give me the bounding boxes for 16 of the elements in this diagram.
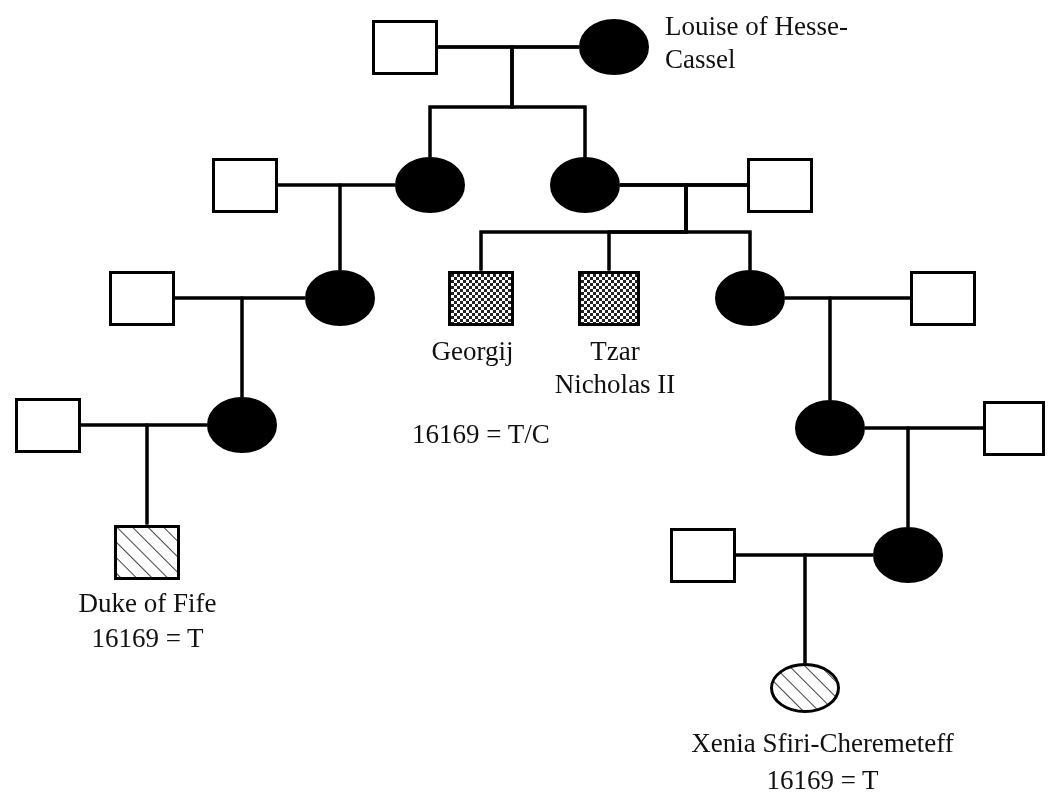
person-name: Georgij	[430, 335, 515, 368]
person-name: Tzar Nicholas II	[553, 335, 677, 401]
pedigree-line	[240, 296, 305, 397]
pedigree-line	[906, 426, 983, 527]
pedigree-line	[338, 183, 395, 270]
pedigree-line	[684, 183, 752, 270]
person-name: Duke of Fife	[77, 587, 218, 620]
pedigree-line	[510, 45, 587, 157]
genotype-label: 16169 = T/C	[412, 418, 550, 451]
person-name: Louise of Hesse-Cassel	[665, 10, 849, 76]
pedigree-line	[803, 553, 873, 663]
genotype-label: 16169 = T	[765, 764, 880, 797]
person-name: Xenia Sfiri-Cheremeteff	[690, 727, 955, 760]
genotype-label: 16169 = T	[90, 622, 205, 655]
pedigree-line	[145, 423, 207, 525]
pedigree-line	[828, 296, 910, 400]
